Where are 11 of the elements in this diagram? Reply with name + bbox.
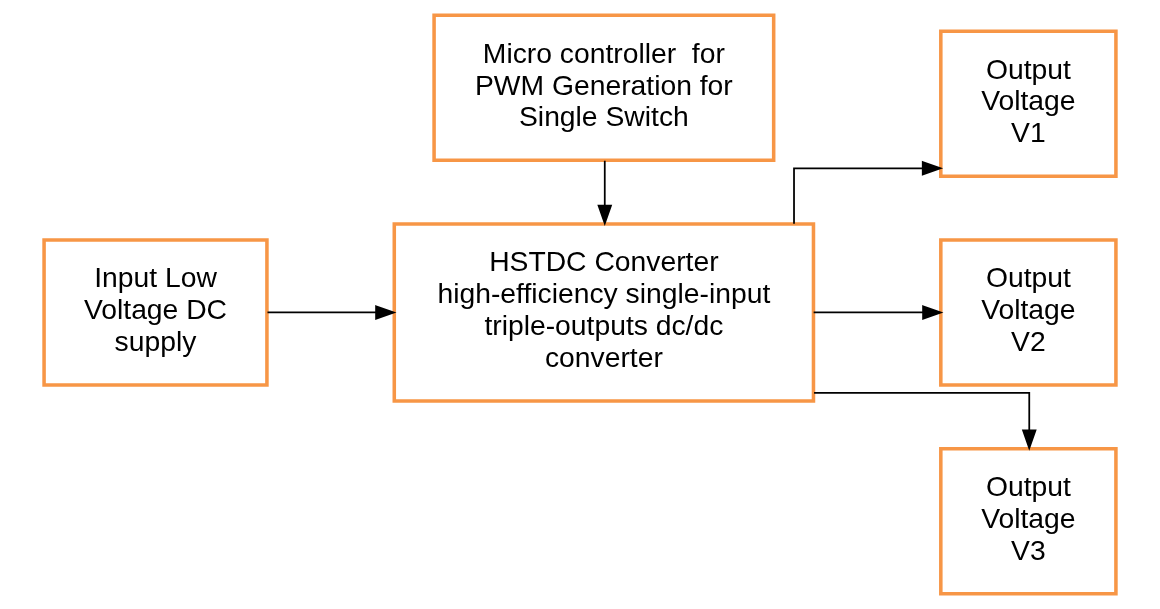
arrow [266,305,397,320]
arrow [813,392,1037,451]
arrow [812,305,944,320]
node-box: Micro controller for PWM Generation for Single Switch [432,13,776,163]
node-box: Output Voltage V1 [939,29,1118,179]
node-box: Output Voltage V3 [939,446,1118,596]
node-box: HSTDC Converter high-efficiency single-input triple-outputs dc/dc converter [392,222,816,403]
node-box: Output Voltage V2 [939,238,1118,387]
arrow [793,160,944,225]
arrow [597,159,613,227]
node-box: Input Low Voltage DC supply [42,238,269,387]
